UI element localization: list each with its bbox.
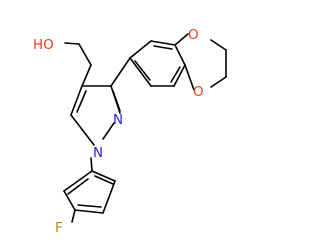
pyrazole-n2-label: N (113, 112, 123, 128)
hydroxymethyl-group (64, 42, 92, 87)
ring-oxygen-bottom-label: O (193, 84, 204, 100)
aryl-link-bond (110, 57, 131, 87)
molecule-structure: HO O O N N F (33, 27, 227, 236)
pyrazole-ring (70, 85, 121, 146)
dioxane-ring (174, 33, 227, 91)
benzodioxane-benzene-ring (129, 40, 186, 87)
fluorophenyl-ring (63, 157, 116, 223)
ring-oxygen-top-label: O (188, 27, 199, 43)
fluorine-label: F (55, 220, 63, 236)
molecule-canvas: HO O O N N F (33, 27, 227, 236)
hydroxyl-label: HO (33, 37, 54, 53)
pyrazole-n1-label: N (93, 145, 103, 161)
